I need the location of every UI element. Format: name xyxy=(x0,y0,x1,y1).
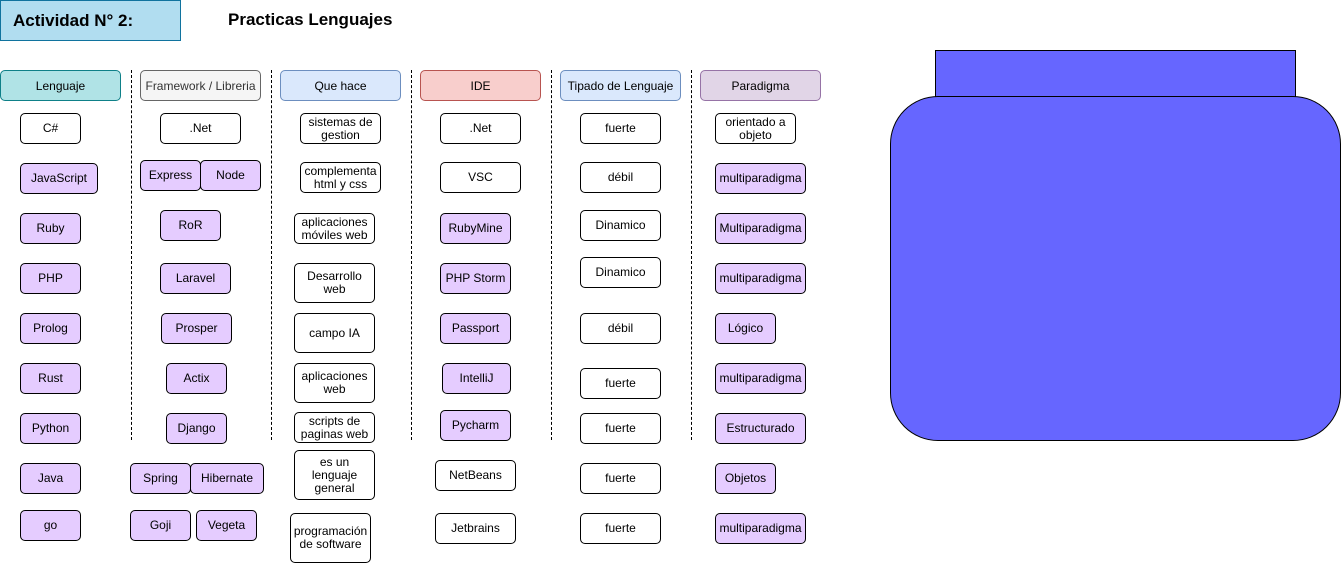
header-que-hace[interactable]: Que hace xyxy=(280,70,401,101)
que-hace-cell[interactable]: scripts de paginas web xyxy=(294,412,375,443)
paradigma-cell[interactable]: multiparadigma xyxy=(715,513,806,544)
column-separator xyxy=(551,70,552,440)
tipado-cell[interactable]: fuerte xyxy=(580,113,661,144)
framework-cell[interactable]: Goji xyxy=(130,510,191,541)
que-hace-line: paginas web xyxy=(300,426,369,441)
lenguaje-cell[interactable]: Ruby xyxy=(20,213,81,244)
framework-cell[interactable]: Actix xyxy=(166,363,227,394)
ide-cell[interactable]: Jetbrains xyxy=(435,513,516,544)
header-ide[interactable]: IDE xyxy=(420,70,541,101)
ide-cell[interactable]: RubyMine xyxy=(440,213,511,244)
paradigma-cell[interactable]: Lógico xyxy=(715,313,776,344)
lenguaje-cell[interactable]: Rust xyxy=(20,363,81,394)
que-hace-line: lenguaje xyxy=(311,467,358,482)
lenguaje-cell[interactable]: Java xyxy=(20,463,81,494)
tipado-cell[interactable]: fuerte xyxy=(580,463,661,494)
que-hace-line: sistemas de xyxy=(308,114,373,129)
tipado-cell[interactable]: débil xyxy=(580,313,661,344)
que-hace-cell[interactable]: campo IA xyxy=(294,313,375,353)
ide-cell[interactable]: .Net xyxy=(440,113,521,144)
column-separator xyxy=(271,70,272,440)
ide-cell[interactable]: NetBeans xyxy=(435,460,516,491)
que-hace-cell[interactable]: Desarrollo web xyxy=(294,263,375,303)
framework-cell[interactable]: Spring xyxy=(130,463,191,494)
framework-cell[interactable]: Prosper xyxy=(161,313,232,344)
que-hace-line: scripts de xyxy=(308,413,361,428)
que-hace-line: de software xyxy=(299,537,362,551)
header-paradigma[interactable]: Paradigma xyxy=(700,70,821,101)
ide-cell[interactable]: PHP Storm xyxy=(440,263,511,294)
column-separator xyxy=(691,70,692,440)
que-hace-cell[interactable]: aplicaciones móviles web xyxy=(294,213,375,244)
que-hace-line: es un xyxy=(319,454,350,469)
que-hace-line: campo IA xyxy=(309,325,360,340)
que-hace-line: programación xyxy=(293,524,368,538)
framework-cell[interactable]: Express xyxy=(140,160,201,191)
folder-body-shape[interactable] xyxy=(890,96,1341,441)
que-hace-cell[interactable]: aplicaciones web xyxy=(294,363,375,403)
activity-title: Actividad N° 2: xyxy=(0,0,181,41)
framework-cell[interactable]: Laravel xyxy=(160,263,231,294)
framework-cell[interactable]: Hibernate xyxy=(190,463,264,494)
tipado-cell[interactable]: débil xyxy=(580,162,661,193)
que-hace-line: web xyxy=(323,382,346,396)
framework-cell[interactable]: RoR xyxy=(160,210,221,241)
ide-cell[interactable]: IntelliJ xyxy=(442,363,511,394)
lenguaje-cell[interactable]: go xyxy=(20,510,81,541)
paradigma-cell[interactable]: multiparadigma xyxy=(715,263,806,294)
paradigma-cell[interactable]: Multiparadigma xyxy=(715,213,806,244)
tipado-cell[interactable]: fuerte xyxy=(580,513,661,544)
ide-cell[interactable]: Passport xyxy=(440,313,511,344)
que-hace-line: complementa xyxy=(304,163,377,178)
lenguaje-cell[interactable]: PHP xyxy=(20,263,81,294)
header-lenguaje[interactable]: Lenguaje xyxy=(0,70,121,101)
column-separator xyxy=(131,70,132,440)
tipado-cell[interactable]: Dinamico xyxy=(580,257,661,288)
que-hace-line: general xyxy=(314,480,355,495)
que-hace-cell[interactable]: programación de software xyxy=(290,513,371,563)
header-tipado[interactable]: Tipado de Lenguaje xyxy=(560,70,681,101)
paradigma-cell[interactable]: Objetos xyxy=(715,463,776,494)
paradigma-line: orientado a xyxy=(725,114,786,129)
que-hace-line: aplicaciones xyxy=(301,369,368,383)
paradigma-cell[interactable]: orientado a objeto xyxy=(715,113,796,144)
folder-tab-shape[interactable] xyxy=(935,50,1296,98)
que-hace-cell[interactable]: complementa html y css xyxy=(300,162,381,193)
paradigma-cell[interactable]: multiparadigma xyxy=(715,363,806,394)
header-framework[interactable]: Framework / Libreria xyxy=(140,70,261,101)
paradigma-cell[interactable]: Estructurado xyxy=(715,413,806,444)
paradigma-line: objeto xyxy=(739,127,772,142)
framework-cell[interactable]: Vegeta xyxy=(196,510,257,541)
page-subtitle: Practicas Lenguajes xyxy=(228,10,393,29)
que-hace-line: gestion xyxy=(321,127,360,142)
framework-cell[interactable]: Django xyxy=(166,413,227,444)
column-separator xyxy=(411,70,412,440)
lenguaje-cell[interactable]: Prolog xyxy=(20,313,81,344)
que-hace-line: html y css xyxy=(313,176,368,191)
que-hace-cell[interactable]: sistemas de gestion xyxy=(300,113,381,144)
tipado-cell[interactable]: fuerte xyxy=(580,368,661,399)
ide-cell[interactable]: Pycharm xyxy=(440,410,511,441)
ide-cell[interactable]: VSC xyxy=(440,162,521,193)
framework-cell[interactable]: .Net xyxy=(160,113,241,144)
tipado-cell[interactable]: fuerte xyxy=(580,413,661,444)
framework-cell[interactable]: Node xyxy=(200,160,261,191)
paradigma-cell[interactable]: multiparadigma xyxy=(715,163,806,194)
tipado-cell[interactable]: Dinamico xyxy=(580,210,661,241)
que-hace-line: aplicaciones xyxy=(301,214,368,229)
que-hace-line: web xyxy=(323,282,346,296)
que-hace-line: Desarrollo xyxy=(307,269,362,283)
lenguaje-cell[interactable]: JavaScript xyxy=(20,163,98,194)
que-hace-line: móviles web xyxy=(301,227,368,242)
que-hace-cell[interactable]: es un lenguaje general xyxy=(294,450,375,500)
lenguaje-cell[interactable]: C# xyxy=(20,113,81,144)
lenguaje-cell[interactable]: Python xyxy=(20,413,81,444)
